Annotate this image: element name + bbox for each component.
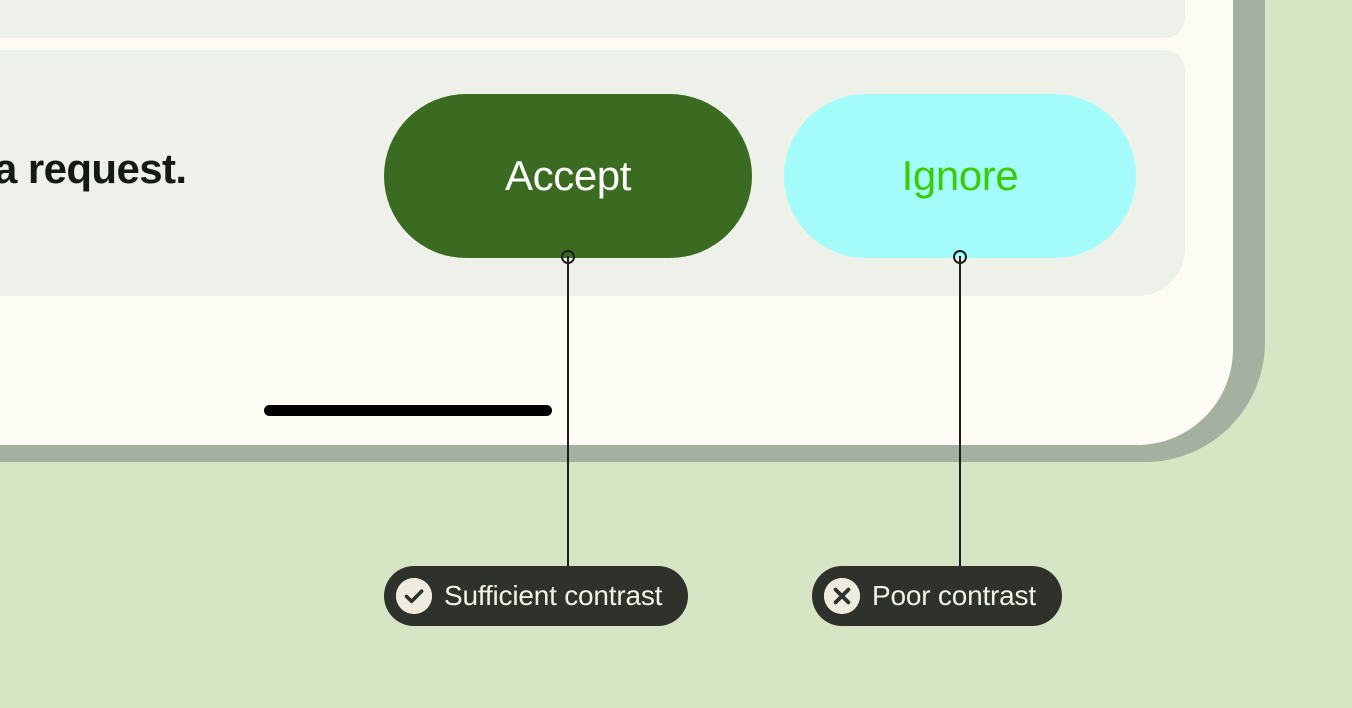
check-circle-icon [396, 578, 432, 614]
annotation-badge-poor-contrast: Poor contrast [812, 566, 1062, 626]
ignore-button[interactable]: Ignore [784, 94, 1136, 258]
annotation-label: Poor contrast [872, 580, 1036, 611]
x-circle-icon [824, 578, 860, 614]
annotation-label: Sufficient contrast [444, 580, 663, 611]
text-placeholder-rule [264, 405, 552, 416]
panel-above [0, 0, 1185, 38]
accept-button[interactable]: Accept [384, 94, 752, 258]
connector-stem [567, 256, 569, 572]
annotation-badge-sufficient-contrast: Sufficient contrast [384, 566, 689, 626]
connector-stem [959, 256, 961, 572]
body-text: a request. [0, 145, 187, 192]
